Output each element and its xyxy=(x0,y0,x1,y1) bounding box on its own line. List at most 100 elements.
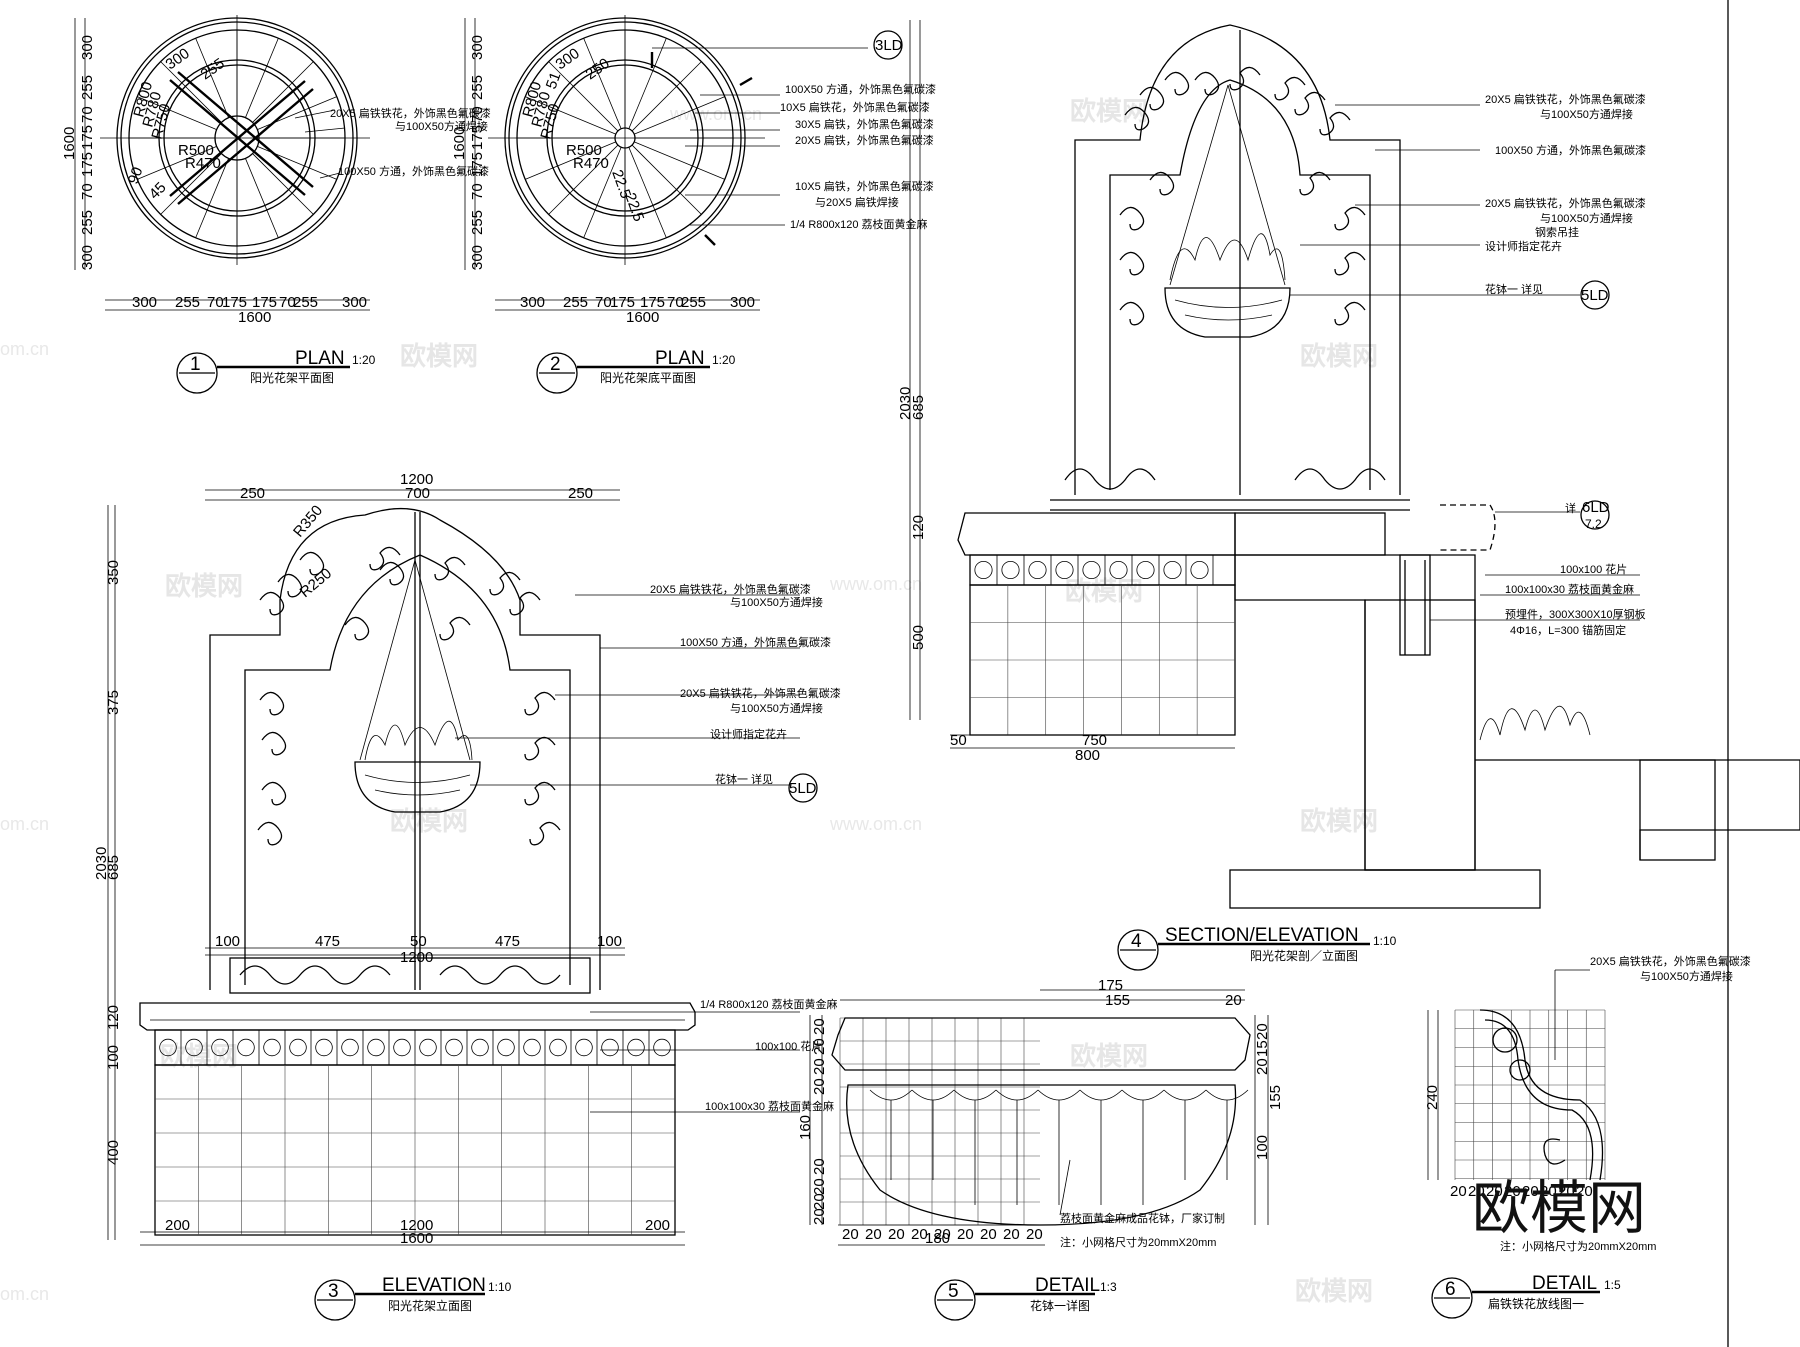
flute xyxy=(995,1089,1039,1205)
view-title: ELEVATION xyxy=(382,1275,486,1296)
svg-text:120: 120 xyxy=(105,1005,122,1030)
spoke xyxy=(160,61,222,123)
dim-label: 20 xyxy=(811,1208,828,1225)
svg-text:475: 475 xyxy=(315,933,340,950)
scroll xyxy=(259,591,285,616)
scroll xyxy=(524,691,556,716)
svg-text:70: 70 xyxy=(79,106,96,123)
spoke xyxy=(252,153,314,215)
svg-text:100: 100 xyxy=(1254,1135,1271,1160)
dim-label: 20 xyxy=(842,1226,859,1243)
dim-label: 20 xyxy=(1450,1183,1467,1200)
view-subtitle: 阳光花架平面图 xyxy=(250,370,334,385)
dim-label: 20 xyxy=(1558,1183,1575,1200)
band-motif xyxy=(1082,560,1101,580)
svg-text:7.2: 7.2 xyxy=(1585,517,1602,531)
band-motif xyxy=(445,1038,463,1057)
spoke xyxy=(195,38,229,118)
hanging-basket xyxy=(1164,287,1291,338)
band-motif xyxy=(471,1038,489,1057)
svg-text:175: 175 xyxy=(222,294,247,311)
svg-text:20: 20 xyxy=(1254,1058,1271,1075)
grid xyxy=(1454,1009,1606,1180)
svg-text:300: 300 xyxy=(553,45,583,73)
svg-text:R250: R250 xyxy=(297,565,335,601)
svg-text:175: 175 xyxy=(79,125,96,150)
svg-text:2030: 2030 xyxy=(93,847,110,880)
band-motif xyxy=(211,1038,229,1057)
svg-text:1/4 R800x120 荔枝面黄金麻: 1/4 R800x120 荔枝面黄金麻 xyxy=(700,997,838,1011)
scroll xyxy=(1124,106,1150,131)
svg-text:70: 70 xyxy=(79,183,96,200)
dim-label: 20 xyxy=(911,1226,928,1243)
svg-text:20X5 扁铁铁花，外饰黑色氟碳漆: 20X5 扁铁铁花，外饰黑色氟碳漆 xyxy=(330,106,491,120)
svg-text:1: 1 xyxy=(190,354,201,375)
svg-text:1:10: 1:10 xyxy=(488,1280,512,1294)
band-motif xyxy=(497,1038,515,1057)
svg-text:250: 250 xyxy=(240,485,265,502)
svg-text:300: 300 xyxy=(520,294,545,311)
svg-text:10X5 扁铁，外饰黑色氟碳漆: 10X5 扁铁，外饰黑色氟碳漆 xyxy=(795,179,934,193)
svg-text:300: 300 xyxy=(79,245,96,270)
dim-label: 20 xyxy=(811,1178,828,1195)
svg-text:175: 175 xyxy=(252,294,277,311)
svg-text:255: 255 xyxy=(681,294,706,311)
band-motif xyxy=(523,1038,541,1057)
svg-text:详: 详 xyxy=(1565,501,1576,515)
svg-text:100X50 方通，外饰黑色氟碳漆: 100X50 方通，外饰黑色氟碳漆 xyxy=(338,164,489,178)
view-title: DETAIL xyxy=(1532,1273,1597,1294)
band-motif xyxy=(653,1038,671,1057)
svg-text:51: 51 xyxy=(543,70,565,91)
svg-text:400: 400 xyxy=(105,1140,122,1165)
svg-text:255: 255 xyxy=(198,55,228,83)
watermark: 欧模网 xyxy=(390,806,468,836)
svg-text:1600: 1600 xyxy=(61,127,78,160)
svg-text:175: 175 xyxy=(469,152,486,177)
band-motif xyxy=(1163,560,1182,580)
dim-label: 20 xyxy=(811,1193,828,1210)
dim-label: 20 xyxy=(934,1226,951,1243)
svg-text:70: 70 xyxy=(667,294,684,311)
view-number-badge xyxy=(314,1279,356,1321)
elevation-view-3: 1200 250 700 250 R350 R250 350 375 685 1… xyxy=(93,471,841,1321)
svg-text:375: 375 xyxy=(105,690,122,715)
scroll xyxy=(524,736,556,761)
flute xyxy=(911,1089,955,1180)
svg-text:700: 700 xyxy=(405,485,430,502)
scroll xyxy=(1319,111,1351,136)
svg-text:30X5 扁铁，外饰黑色氟碳漆: 30X5 扁铁，外饰黑色氟碳漆 xyxy=(795,117,934,131)
scroll xyxy=(277,573,303,598)
scroll xyxy=(1149,171,1175,196)
band-motif xyxy=(393,1038,411,1057)
svg-text:475: 475 xyxy=(495,933,520,950)
spoke xyxy=(631,61,702,132)
svg-text:R500: R500 xyxy=(566,142,602,159)
svg-text:与100X50方通焊接: 与100X50方通焊接 xyxy=(730,595,823,609)
svg-text:100: 100 xyxy=(215,933,240,950)
svg-text:4Φ16，L=300 锚筋固定: 4Φ16，L=300 锚筋固定 xyxy=(1510,623,1626,637)
svg-text:20: 20 xyxy=(1254,1023,1271,1040)
spoke xyxy=(525,141,616,180)
plants xyxy=(1169,233,1286,281)
dim-label: 20 xyxy=(811,1018,828,1035)
spoke xyxy=(195,158,229,238)
scroll xyxy=(1119,251,1145,276)
spoke xyxy=(548,61,619,132)
svg-text:200: 200 xyxy=(645,1217,670,1234)
dim-label: 20 xyxy=(1576,1183,1593,1200)
spoke xyxy=(634,141,725,180)
watermark: 欧模网 xyxy=(400,341,478,371)
svg-text:10X5 扁铁花，外饰黑色氟碳漆: 10X5 扁铁花，外饰黑色氟碳漆 xyxy=(780,100,930,114)
band-motif xyxy=(601,1038,619,1057)
watermark-url: www.om.cn xyxy=(829,574,922,594)
plan-view-1: 300 255 70 175 175 70 255 300 1600 300 2… xyxy=(61,15,491,394)
watermark: 欧模网 xyxy=(1300,806,1378,836)
svg-text:钢索吊挂: 钢索吊挂 xyxy=(1535,225,1579,239)
spokes xyxy=(517,30,733,246)
scroll xyxy=(1294,91,1326,116)
scroll xyxy=(529,821,561,846)
svg-text:155: 155 xyxy=(1105,992,1130,1009)
svg-text:与20X5 扁铁焊接: 与20X5 扁铁焊接 xyxy=(815,195,899,209)
view-title: DETAIL xyxy=(1035,1275,1100,1296)
band-motif xyxy=(549,1038,567,1057)
